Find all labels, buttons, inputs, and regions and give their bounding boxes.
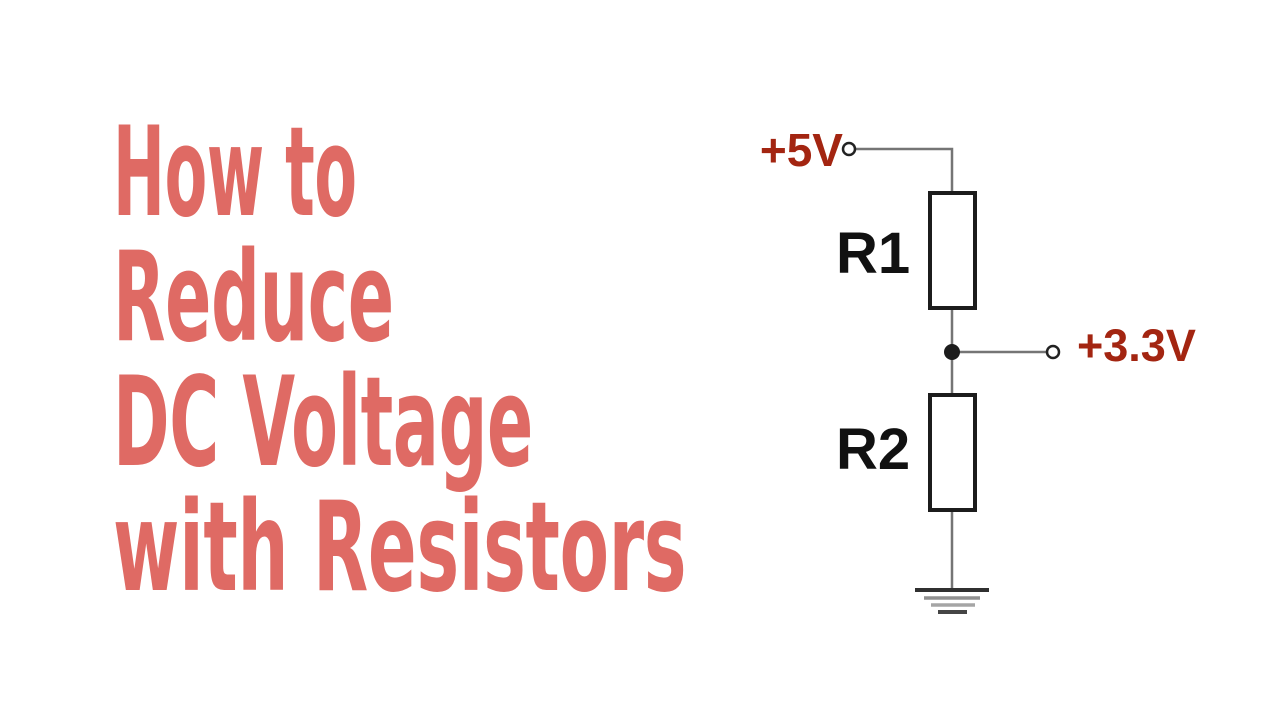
supply-voltage-label: +5V: [759, 124, 843, 176]
output-terminal-icon: [1045, 344, 1061, 360]
page-title: How to Reduce DC Voltage with Resistors: [113, 111, 1101, 611]
ground-icon: [915, 588, 989, 614]
title-line-1: How to: [113, 101, 357, 245]
input-terminal-icon: [841, 141, 857, 157]
resistor2-label: R2: [836, 417, 911, 482]
title-line-2: Reduce: [113, 226, 394, 370]
title-line-4: with Resistors: [113, 476, 687, 620]
resistor-r1-symbol: [928, 191, 977, 310]
output-voltage-label: +3.3V: [1077, 320, 1196, 371]
title-line-3: DC Voltage: [113, 351, 533, 495]
resistor-r2-symbol: [928, 393, 977, 512]
resistor1-label: R1: [836, 221, 911, 286]
wire-supply-to-r1: [856, 147, 954, 191]
junction-dot-icon: [944, 344, 960, 360]
